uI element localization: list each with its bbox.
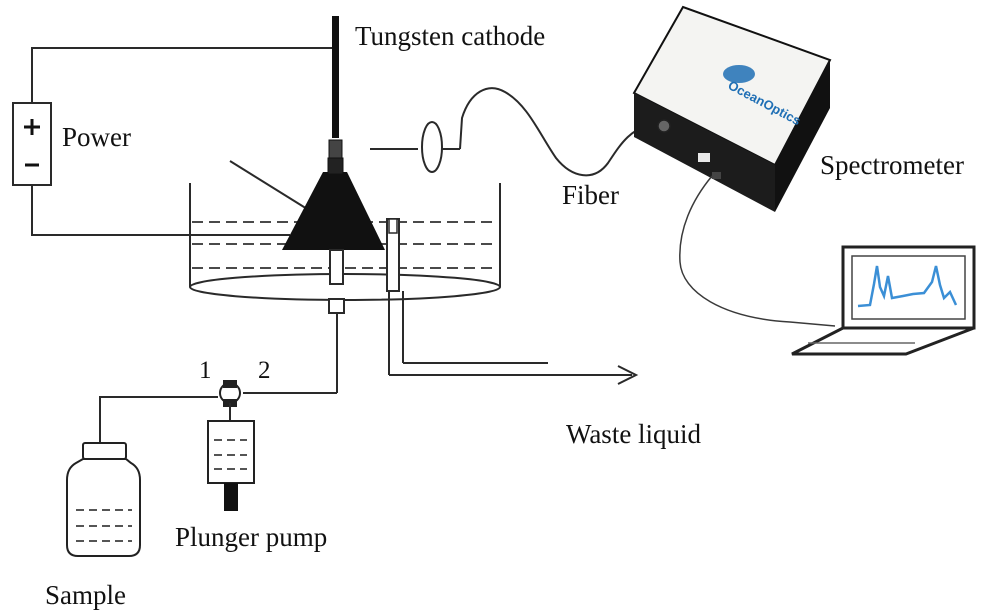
cathode-clamp xyxy=(328,139,343,159)
fiber-cable xyxy=(459,87,655,177)
inlet-tube xyxy=(328,249,345,393)
overflow-tube xyxy=(386,218,404,375)
sample-bottle-icon xyxy=(66,442,141,557)
power-supply-icon xyxy=(12,102,52,186)
power-label: Power xyxy=(62,122,131,152)
collimating-lens-icon xyxy=(421,121,443,173)
tungsten-cathode-label: Tungsten cathode xyxy=(355,21,545,51)
laptop-icon xyxy=(791,245,976,356)
spectrum-trace xyxy=(857,265,958,308)
plunger-pump-icon xyxy=(207,420,255,511)
plunger-pump-label: Plunger pump xyxy=(175,522,327,552)
port-1-label: 1 xyxy=(199,357,212,384)
spectrometer-icon: OceanOptics xyxy=(632,5,832,212)
fiber-label: Fiber xyxy=(562,180,619,210)
waste-arrow xyxy=(389,362,639,385)
valve-icon xyxy=(219,380,241,421)
sample-label: Sample xyxy=(45,580,126,610)
usb-cable xyxy=(679,175,836,327)
spectrometer-label: Spectrometer xyxy=(820,150,964,180)
cone-tip xyxy=(327,157,344,175)
black-cone-icon xyxy=(282,172,385,250)
power-wires xyxy=(31,47,335,236)
tungsten-rod-icon xyxy=(332,16,339,138)
cathode-pointer-line xyxy=(229,160,313,213)
waste-liquid-label: Waste liquid xyxy=(566,419,702,449)
port-2-label: 2 xyxy=(258,357,271,384)
